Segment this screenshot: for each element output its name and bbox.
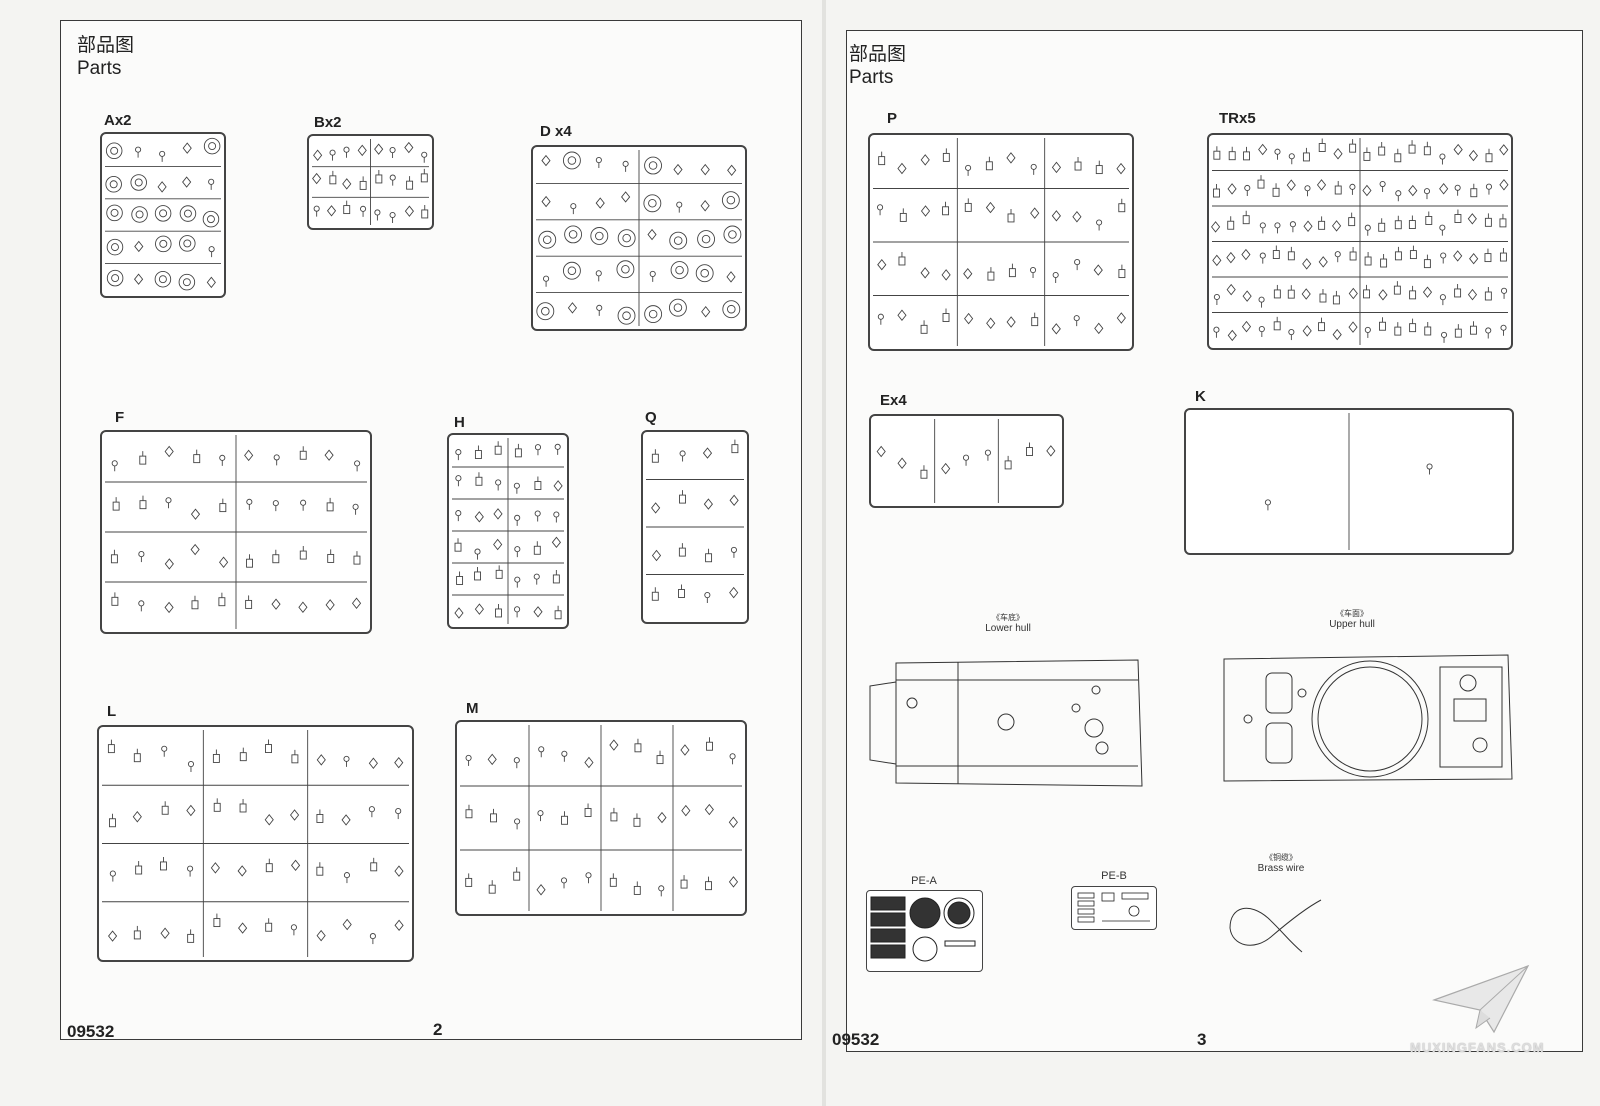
upper-hull-caption: 《车面》 Upper hull: [1329, 609, 1375, 630]
pe-a-label: PE-A: [911, 875, 937, 887]
lower-hull-drawing: [866, 658, 1144, 788]
left-product-code: 09532: [67, 1022, 115, 1041]
sprue-label-b: Bx2: [314, 114, 342, 131]
sprue-tr: [1207, 133, 1513, 350]
sprue-d: [531, 145, 747, 331]
sprue-label-k: K: [1195, 388, 1206, 405]
sprue-label-e: Ex4: [880, 392, 907, 409]
pe-b-fret: [1071, 886, 1157, 930]
header-cn: 部品图: [77, 35, 135, 56]
upper-hull-drawing: [1218, 653, 1514, 785]
sprue-a: [100, 132, 226, 298]
sprue-label-tr: TRx5: [1219, 110, 1256, 127]
brass-wire-caption: 《铜缆》 Brass wire: [1257, 853, 1305, 874]
sprue-h: [447, 433, 569, 629]
page-gutter: [822, 0, 826, 1106]
right-product-code: 09532: [832, 1030, 880, 1049]
sprue-label-f: F: [115, 409, 125, 426]
sprue-f: [100, 430, 372, 634]
pe-b-label: PE-B: [1101, 870, 1127, 882]
sprue-label-q: Q: [645, 409, 657, 426]
sprue-b: [307, 134, 434, 230]
left-page-header: 部品图 Parts: [77, 34, 134, 80]
sprue-e: [869, 414, 1064, 508]
header-cn: 部品图: [849, 44, 907, 65]
left-page-number: 2: [433, 1020, 443, 1039]
sprue-q: [641, 430, 749, 624]
watermark-text: MUXINGFANS.COM: [1410, 1040, 1545, 1055]
header-en: Parts: [77, 58, 122, 79]
sprue-label-l: L: [107, 703, 117, 720]
brass-wire-drawing: [1228, 898, 1324, 956]
sprue-l: [97, 725, 414, 962]
paper-plane-logo: [1432, 964, 1530, 1034]
sprue-m: [455, 720, 747, 916]
lower-hull-caption: 《车底》 Lower hull: [985, 613, 1031, 634]
header-en: Parts: [849, 67, 894, 88]
sprue-label-p: P: [887, 110, 898, 127]
sprue-label-a: Ax2: [104, 112, 132, 129]
sprue-k: [1184, 408, 1514, 555]
sprue-label-d: D x4: [540, 123, 572, 140]
sprue-label-m: M: [466, 700, 479, 717]
pe-a-fret: [866, 890, 983, 972]
right-page-header: 部品图 Parts: [849, 43, 906, 89]
right-page-number: 3: [1197, 1030, 1207, 1049]
sprue-p: [868, 133, 1134, 351]
sprue-label-h: H: [454, 414, 465, 431]
